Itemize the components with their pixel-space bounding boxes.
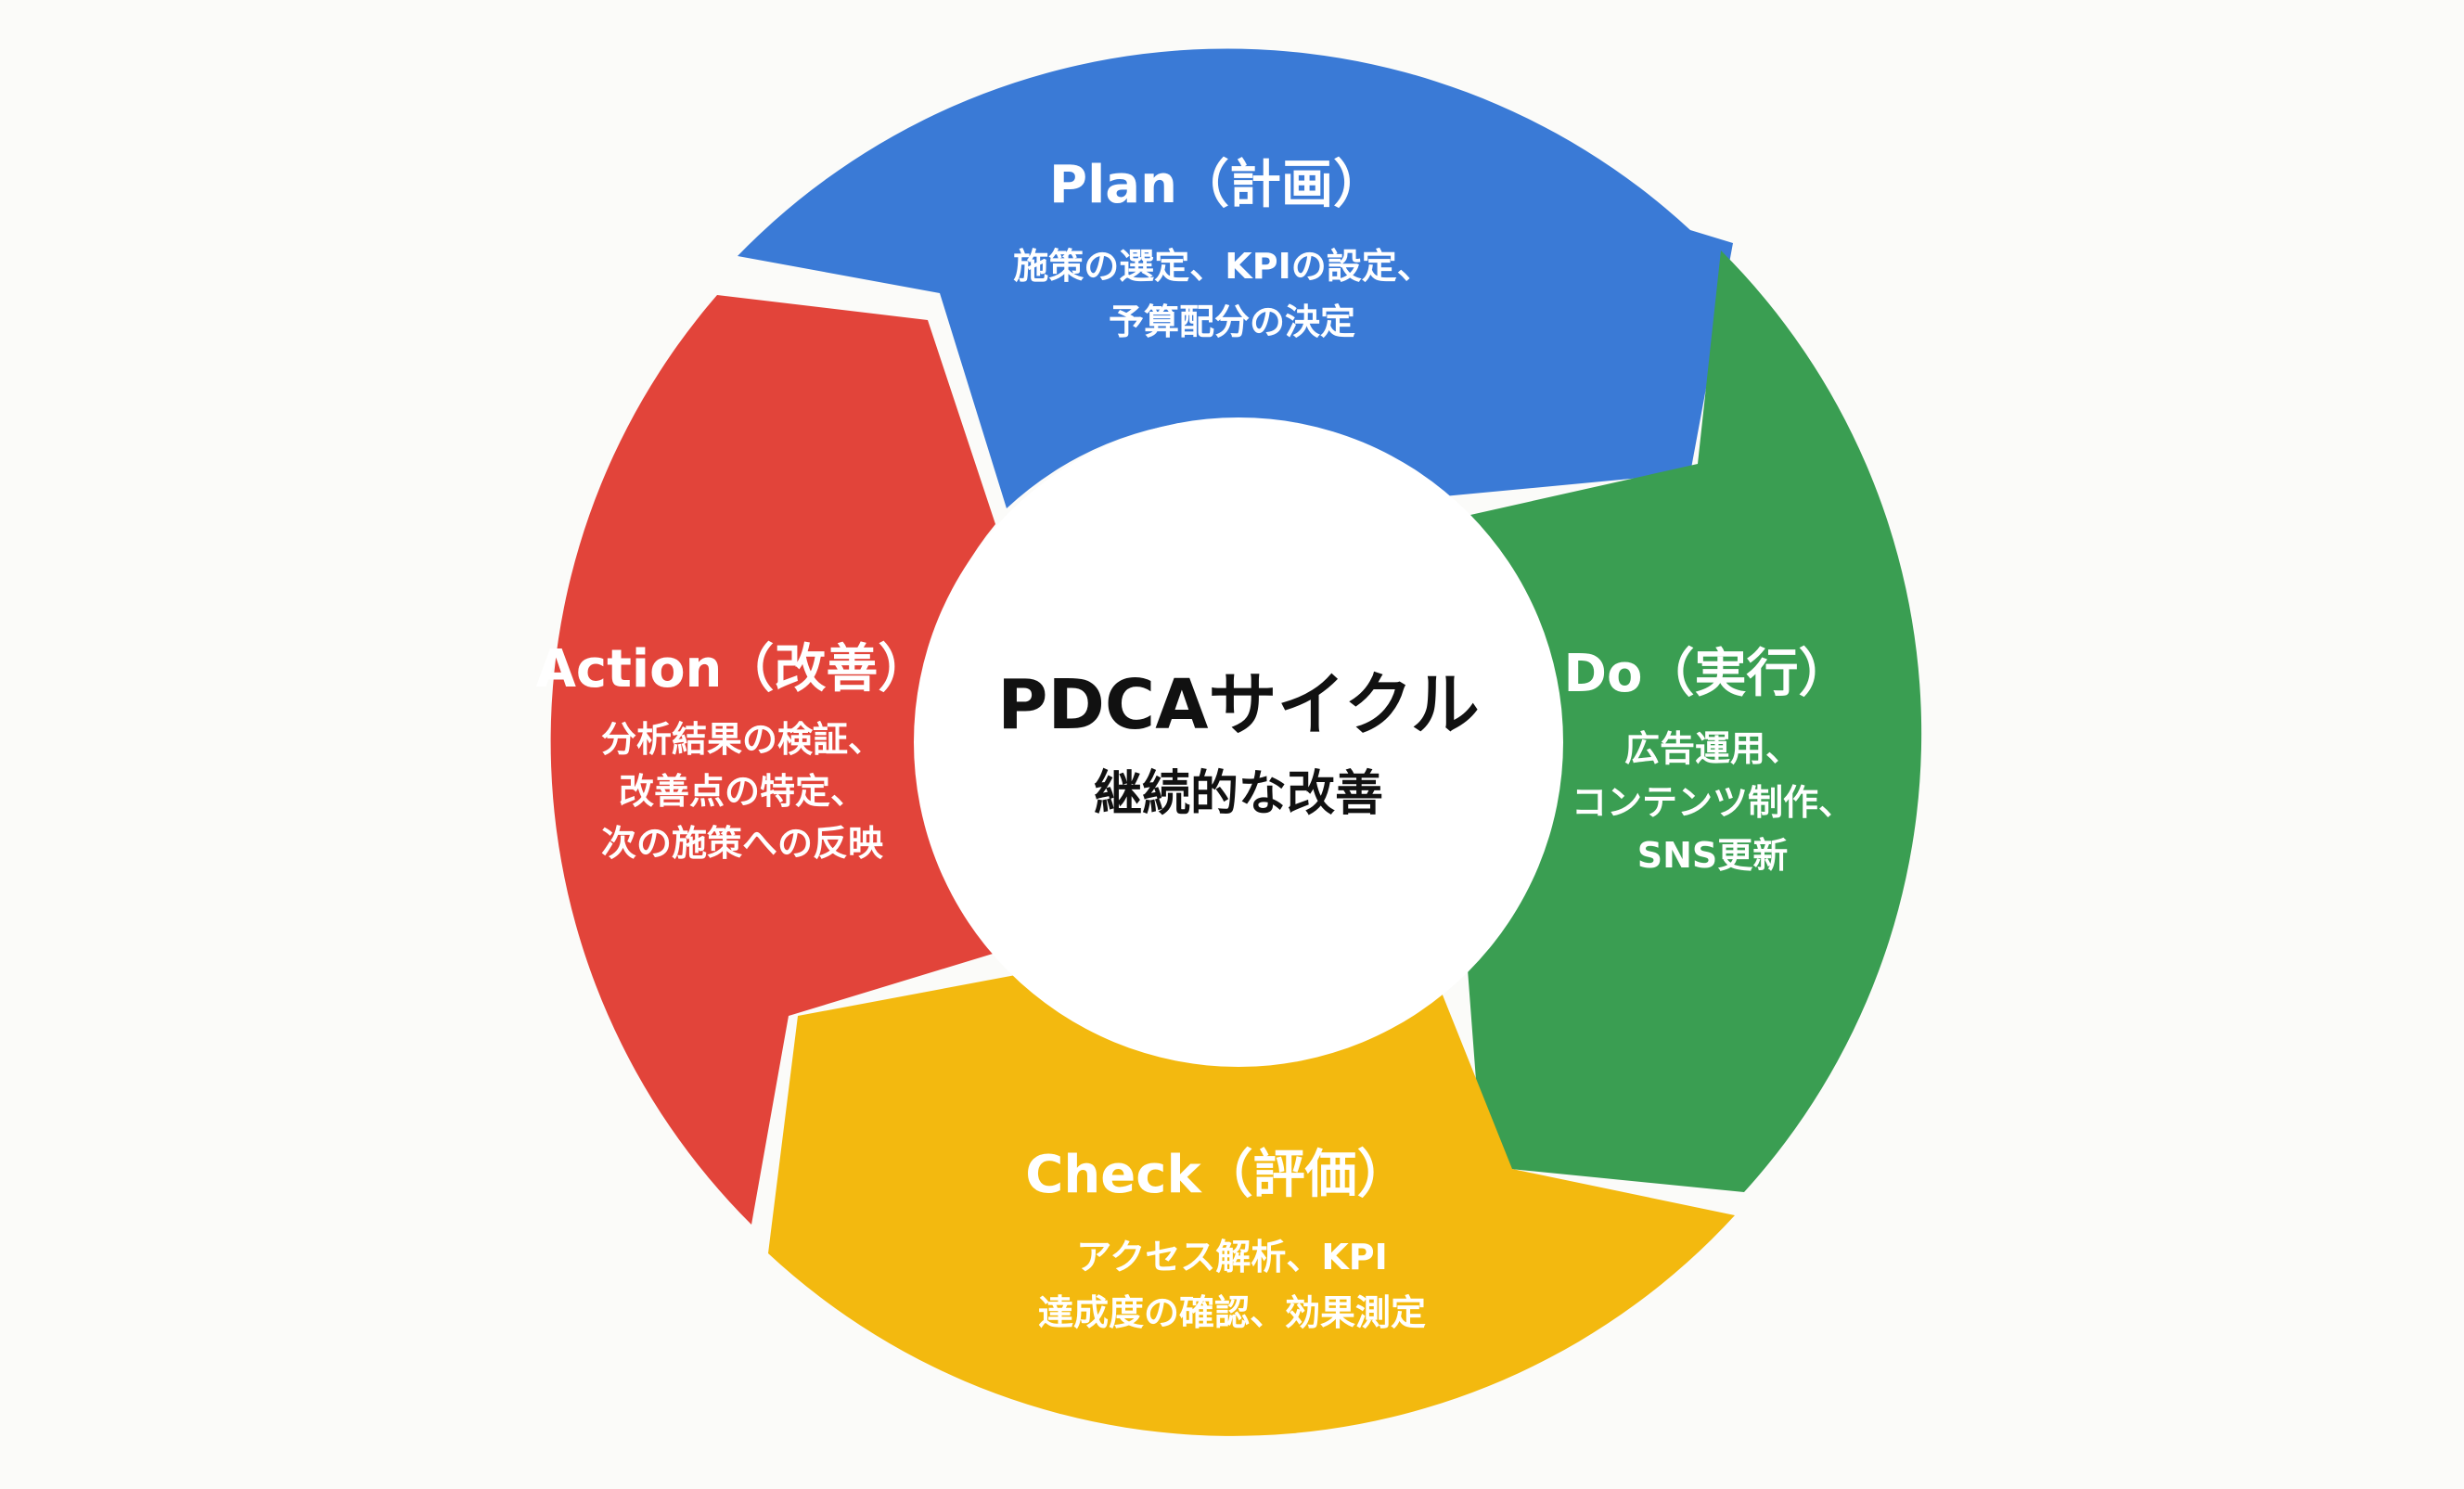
center-subtitle: 継続的な改善 xyxy=(1094,766,1383,822)
plan-desc-line-1: 施策の選定、KPIの設定、 xyxy=(1013,246,1431,287)
plan-segment xyxy=(738,48,1733,508)
action-desc-line-2: 改善点の特定、 xyxy=(619,771,866,812)
action-desc-line-1: 分析結果の検証、 xyxy=(601,719,883,760)
do-desc-line-3: SNS更新 xyxy=(1637,835,1789,876)
do-desc-line-2: コンテンツ制作、 xyxy=(1572,782,1854,823)
check-segment xyxy=(768,974,1735,1436)
center-title: PDCAサイクル xyxy=(997,665,1480,745)
action-title: Action（改善） xyxy=(536,639,930,700)
do-title: Do（実行） xyxy=(1564,644,1851,704)
check-desc-line-1: アクセス解析、KPI xyxy=(1076,1237,1388,1277)
plan-desc-line-2: 予算配分の決定 xyxy=(1109,302,1355,342)
do-segment xyxy=(1468,250,1922,1192)
plan-title: Plan（計画） xyxy=(1049,155,1385,215)
center-circle xyxy=(914,417,1563,1067)
check-title: Check（評価） xyxy=(1025,1145,1408,1205)
action-desc-line-3: 次の施策への反映 xyxy=(601,823,883,864)
action-segment xyxy=(550,295,1002,1225)
check-desc-line-2: 達成度の確認、効果測定 xyxy=(1038,1292,1426,1333)
do-desc-line-1: 広告運用、 xyxy=(1624,728,1801,769)
